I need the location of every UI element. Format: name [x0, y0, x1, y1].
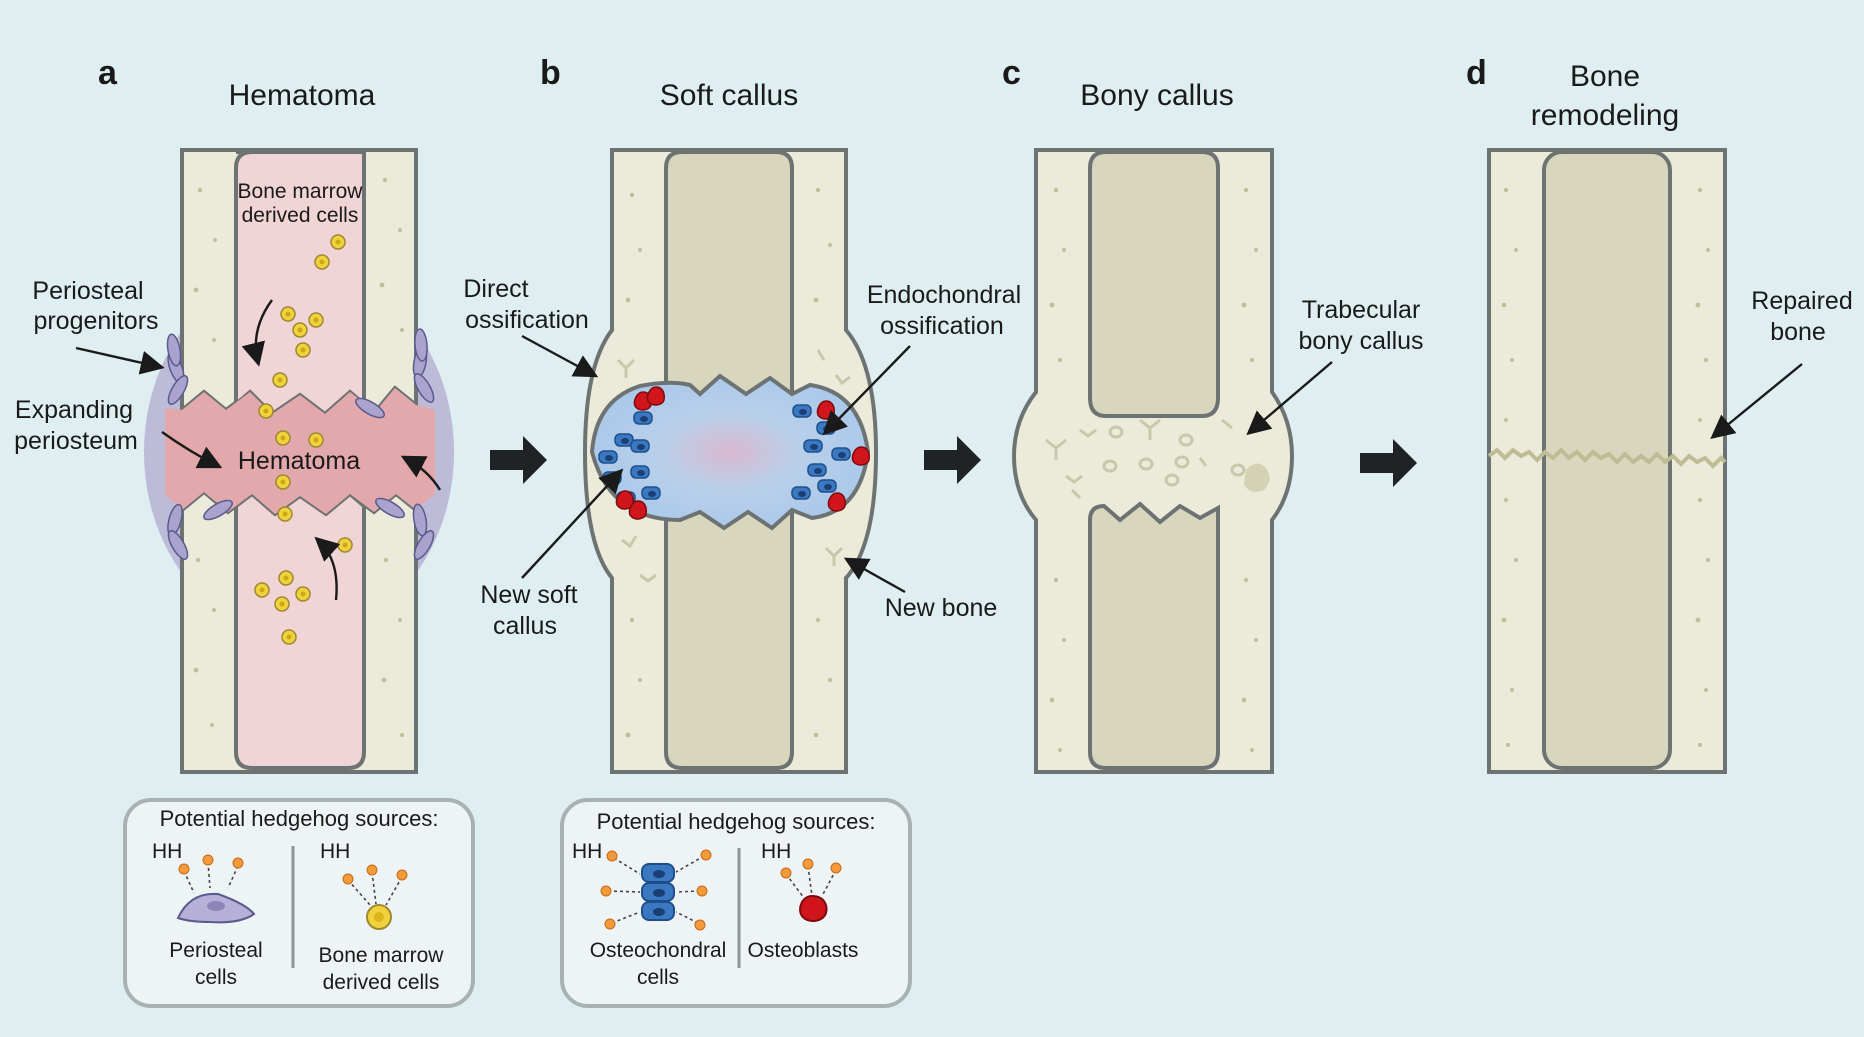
label-direct-ossification-1: Direct	[463, 275, 528, 303]
pointer-repaired-bone	[1710, 363, 1803, 440]
legend-a-left-label-1: Periosteal	[169, 939, 262, 962]
pointer-new-bone	[843, 557, 906, 594]
legend-a-title: Potential hedgehog sources:	[160, 806, 439, 831]
marrow-flow-arrow-top	[241, 299, 273, 367]
marrow-cavity-bottom	[234, 491, 366, 770]
label-new-bone: New bone	[885, 594, 998, 622]
label-periosteal-progenitors-2: progenitors	[33, 307, 158, 335]
legend-a-right-label-1: Bone marrow	[319, 944, 445, 967]
label-endochondral-1: Endochondral	[867, 281, 1021, 309]
pointer-periosteal-progenitors	[75, 346, 165, 375]
legend-a-right-label-2: derived cells	[323, 971, 440, 994]
label-bone-marrow-2: derived cells	[242, 204, 359, 227]
legend-a-marrow-cell-icon	[342, 864, 408, 930]
periosteum-flow-arrow-right	[400, 455, 442, 491]
label-expanding-periosteum-1: Expanding	[15, 396, 133, 424]
stage-arrows	[490, 436, 1417, 487]
label-hematoma: Hematoma	[238, 447, 360, 475]
trabecular-texture-b	[616, 349, 851, 583]
legend-a-left-label-2: cells	[195, 966, 237, 989]
marrow-bottom-c	[1088, 501, 1220, 770]
panel-c-title: Bony callus	[1080, 79, 1233, 112]
legend-a-hh-right: HH	[320, 840, 350, 863]
marrow-bottom	[664, 508, 794, 770]
legend-a-hh-left: HH	[152, 840, 182, 863]
trabecular-blob	[1244, 463, 1270, 492]
repaired-fracture-line	[1487, 447, 1727, 469]
panel-b-letter: b	[540, 54, 561, 92]
label-new-soft-callus-1: New soft	[480, 581, 577, 609]
panel-c-letter: c	[1002, 54, 1021, 92]
bone-texture	[193, 177, 404, 737]
panel-d-title-2: remodeling	[1531, 99, 1679, 132]
bone-texture-b	[625, 187, 832, 738]
bony-callus-bone	[1011, 148, 1295, 774]
legend-b-hh-right: HH	[761, 840, 791, 863]
legend-b-left-label-2: cells	[637, 966, 679, 989]
marrow-flow-arrow-bottom	[314, 536, 341, 601]
label-endochondral-2: ossification	[880, 312, 1004, 340]
label-direct-ossification-2: ossification	[465, 306, 589, 334]
periosteum-flow-arrow-left	[161, 431, 223, 469]
label-new-soft-callus-2: callus	[493, 612, 557, 640]
panel-d-letter: d	[1466, 54, 1487, 92]
panel-b: b Soft callus	[463, 54, 1021, 1008]
pointer-new-soft-callus	[521, 468, 624, 579]
bone-texture-c	[1049, 187, 1258, 752]
panel-a-title: Hematoma	[229, 79, 376, 112]
label-expanding-periosteum-2: periosteum	[14, 427, 138, 455]
panel-c: c Bony callus Trabecular bony callus	[1002, 54, 1424, 774]
marrow-top	[664, 150, 794, 400]
legend-b-left-label-1: Osteochondral	[590, 939, 727, 962]
arrow-a-to-b	[490, 436, 547, 484]
trabecular-texture-c	[1045, 418, 1246, 500]
legend-a-box	[123, 798, 475, 1008]
bone-texture-d	[1501, 187, 1710, 747]
arrow-b-to-c	[924, 436, 981, 484]
marrow-top-c	[1088, 150, 1220, 418]
pointer-trabecular	[1246, 361, 1333, 436]
legend-b-hh-left: HH	[572, 840, 602, 863]
label-trabecular-1: Trabecular	[1302, 296, 1421, 324]
panel-d-title-1: Bone	[1570, 60, 1640, 93]
legend-b-osteoblast-icon	[780, 858, 842, 922]
hematoma-region	[165, 388, 435, 514]
label-periosteal-progenitors-1: Periosteal	[32, 277, 143, 305]
pointer-endochondral	[822, 345, 911, 436]
panel-a: a Hematoma	[14, 54, 475, 1008]
panel-d: d Bone remodeling Repaired bone	[1466, 54, 1853, 774]
legend-a-periosteal-icon	[176, 854, 256, 924]
legend-b-osteochondral-icon	[600, 849, 712, 931]
label-bone-marrow-1: Bone marrow	[238, 180, 364, 203]
legend-b-right-label-1: Osteoblasts	[748, 939, 859, 962]
label-repaired-bone-2: bone	[1770, 318, 1826, 346]
pointer-direct-ossification	[521, 334, 599, 378]
legend-b-box	[560, 798, 912, 1008]
label-repaired-bone-1: Repaired	[1751, 287, 1852, 315]
legend-b-title: Potential hedgehog sources:	[597, 809, 876, 834]
panel-a-letter: a	[98, 54, 118, 92]
arrow-c-to-d	[1360, 439, 1417, 487]
panel-b-title: Soft callus	[660, 79, 798, 112]
label-trabecular-2: bony callus	[1298, 327, 1423, 355]
